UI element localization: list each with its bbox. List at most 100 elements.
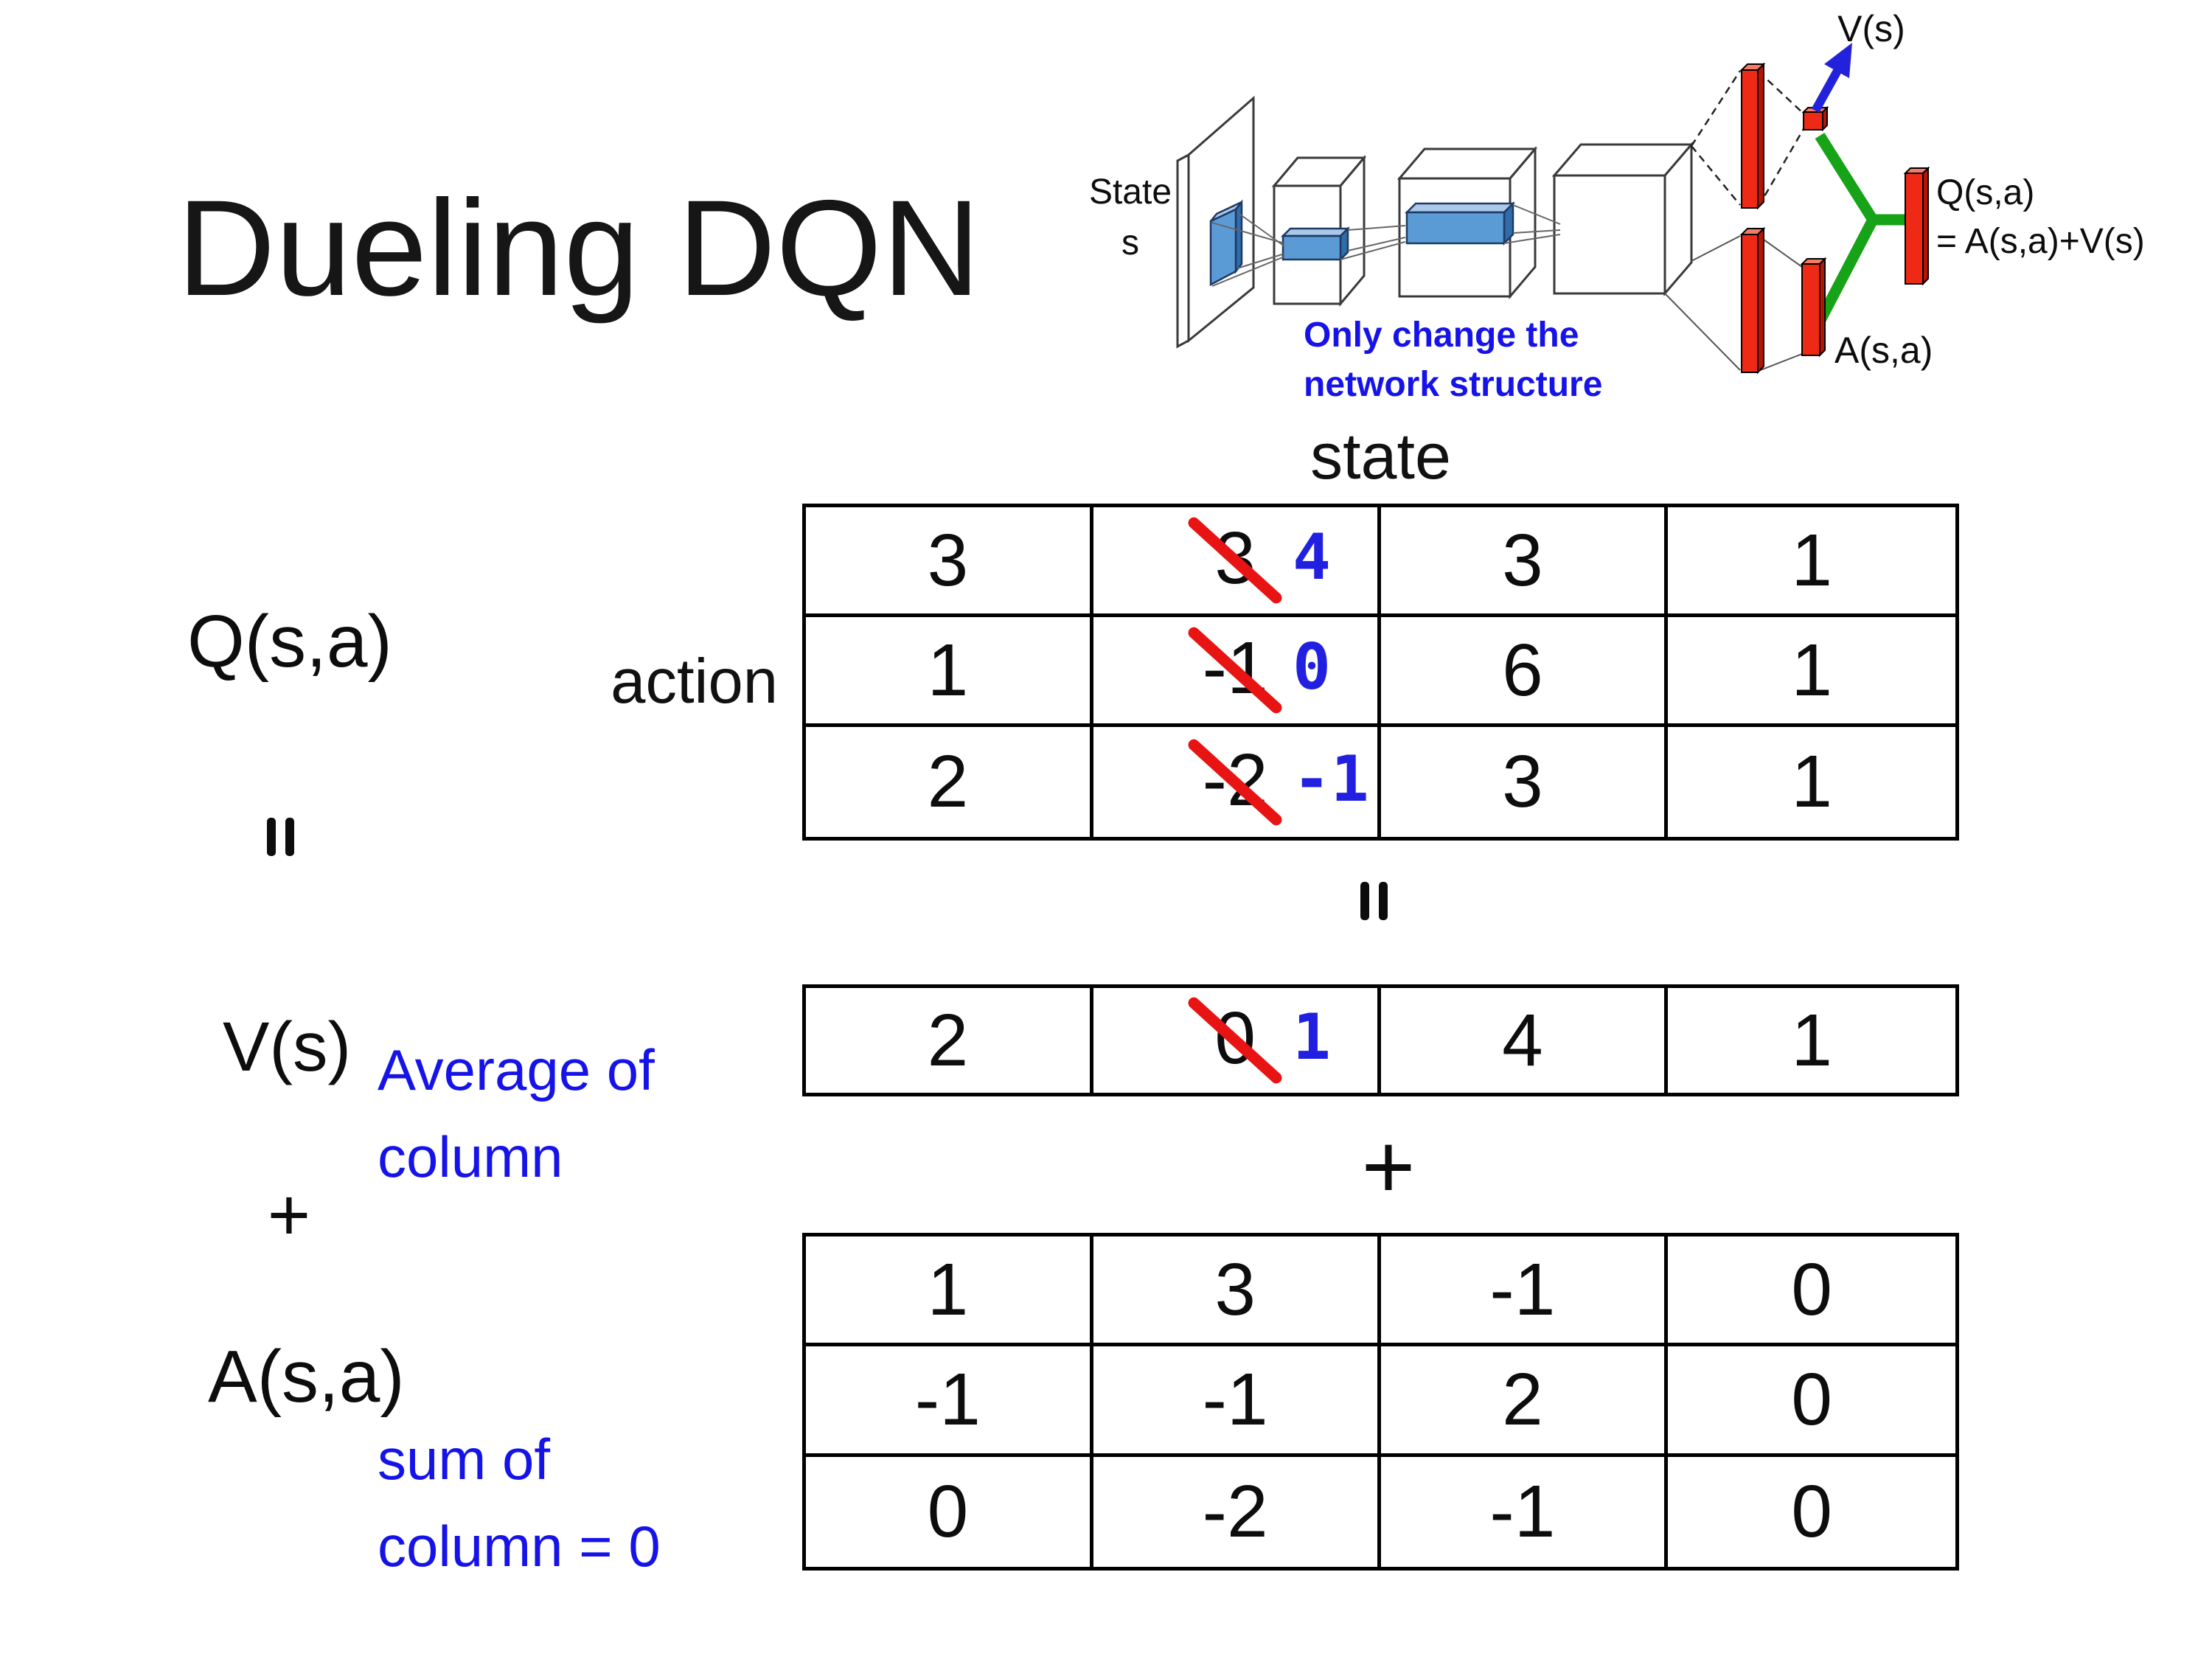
a-cell-r2c0: 0 xyxy=(806,1456,1093,1567)
connection-fan-2 xyxy=(1340,225,1406,260)
page-title: Dueling DQN xyxy=(177,173,981,324)
cell-value: -2 xyxy=(1202,1470,1268,1553)
v-node xyxy=(1801,105,1829,132)
q-function-label: Q(s,a) xyxy=(187,600,392,683)
cell-value: 1 xyxy=(1791,518,1832,602)
diagram-annotation-line2: network structure xyxy=(1304,365,1602,404)
cell-value: 0 xyxy=(1791,1357,1832,1441)
diagram-q-output-label: Q(s,a) xyxy=(1936,173,2034,212)
cell-value: 3 xyxy=(927,518,969,602)
a-cell-r2c2: -1 xyxy=(1381,1456,1669,1567)
a-cell-r0c2: -1 xyxy=(1380,1237,1669,1347)
rotated-equals-left xyxy=(267,818,294,856)
connection-fan-3 xyxy=(1503,204,1561,244)
cell-value: 3 xyxy=(1214,1248,1256,1331)
fc-bar-bottom xyxy=(1739,226,1766,375)
diagram-state-s-label: s xyxy=(1121,223,1139,262)
a-cell-r1c3: 0 xyxy=(1668,1346,1955,1457)
diagram-q-output-formula: = A(s,a)+V(s) xyxy=(1936,222,2145,261)
q-cell-r1c3: 1 xyxy=(1668,617,1955,727)
equals-bar xyxy=(1379,882,1388,920)
plus-sign-left: + xyxy=(267,1173,311,1256)
a-cell-r2c3: 0 xyxy=(1668,1457,1955,1567)
strikethrough-icon xyxy=(1188,627,1282,714)
cell-value: 3 xyxy=(1502,740,1543,823)
cell-value: 0 xyxy=(1791,1470,1832,1553)
cell-value: 1 xyxy=(1791,740,1832,823)
strikethrough-icon xyxy=(1188,517,1282,604)
plus-sign-center: + xyxy=(1361,1115,1416,1218)
q-cell-r0c2: 3 xyxy=(1380,507,1669,617)
cell-value: 2 xyxy=(927,740,969,823)
conv-box-1 xyxy=(1271,154,1367,307)
v-cell-c2: 4 xyxy=(1381,988,1669,1093)
q-cell-r1c2: 6 xyxy=(1380,617,1669,727)
strikethrough-icon xyxy=(1188,739,1282,825)
v-cell-c3: 1 xyxy=(1668,988,1955,1093)
v-arrow-icon xyxy=(1811,43,1852,113)
a-cell-r0c0: 1 xyxy=(806,1237,1093,1347)
cell-value: 1 xyxy=(927,628,969,712)
cell-value: 3 xyxy=(1502,518,1543,602)
equals-bar xyxy=(267,818,276,856)
new-value: -1 xyxy=(1293,742,1369,816)
connection-fan-1 xyxy=(1211,212,1285,287)
a-cell-r2c1: -2 xyxy=(1093,1456,1381,1567)
cell-value: 0 xyxy=(1791,1248,1832,1331)
dashed-connections xyxy=(1690,70,1805,207)
q-cell-r1c0: 1 xyxy=(806,617,1093,727)
cell-value: -1 xyxy=(1202,1357,1268,1441)
cell-value: 6 xyxy=(1502,628,1543,712)
cell-value: 0 xyxy=(927,1470,969,1553)
feature-bar-2 xyxy=(1404,201,1516,246)
diagram-a-output-label: A(s,a) xyxy=(1834,330,1933,371)
cell-value: 1 xyxy=(1791,998,1832,1082)
cell-value: -1 xyxy=(914,1357,981,1441)
equals-bar xyxy=(285,818,294,856)
a-node xyxy=(1800,257,1827,358)
q-value-table: 3 3 4 3 1 1 -1 0 6 1 2 -2 -1 3 1 xyxy=(802,504,1959,841)
state-axis-label: state xyxy=(1310,420,1451,493)
q-cell-r1c1-crossed: -1 0 xyxy=(1093,617,1381,727)
v-annotation: Average of column xyxy=(378,1037,655,1189)
q-cell-r0c3: 1 xyxy=(1668,507,1955,617)
a-cell-r0c1: 3 xyxy=(1093,1237,1381,1347)
v-value-table: 2 0 1 4 1 xyxy=(802,984,1959,1096)
q-cell-r0c0: 3 xyxy=(806,507,1093,617)
a-cell-r0c3: 0 xyxy=(1668,1237,1955,1347)
q-cell-r2c0: 2 xyxy=(806,727,1093,837)
cell-value: -1 xyxy=(1489,1248,1556,1331)
feature-bar-1 xyxy=(1280,226,1351,262)
a-function-label: A(s,a) xyxy=(208,1335,405,1418)
conv-box-3 xyxy=(1551,141,1694,297)
new-value: 4 xyxy=(1293,521,1331,594)
rotated-equals-center xyxy=(1360,882,1388,920)
q-cell-r2c3: 1 xyxy=(1668,727,1955,837)
a-cell-r1c1: -1 xyxy=(1093,1346,1381,1457)
cell-value: 1 xyxy=(927,1248,969,1331)
new-value: 1 xyxy=(1293,1001,1331,1074)
cell-value: -1 xyxy=(1489,1470,1556,1553)
diagram-v-output-label: V(s) xyxy=(1837,8,1905,49)
fc-bar-top xyxy=(1739,62,1766,210)
cell-value: 2 xyxy=(927,998,969,1082)
diagram-state-label: State xyxy=(1089,173,1172,212)
a-value-table: 1 3 -1 0 -1 -1 2 0 0 -2 -1 0 xyxy=(802,1233,1959,1571)
cell-value: 4 xyxy=(1502,998,1543,1082)
v-cell-c0: 2 xyxy=(806,988,1093,1093)
solid-connections xyxy=(1664,235,1803,372)
q-cell-r0c1-crossed: 3 4 xyxy=(1093,507,1381,617)
a-cell-r1c2: 2 xyxy=(1380,1346,1669,1457)
strikethrough-icon xyxy=(1188,997,1282,1084)
q-cell-r2c2: 3 xyxy=(1381,727,1669,837)
merge-branch xyxy=(1815,132,1910,324)
new-value: 0 xyxy=(1293,630,1331,704)
action-axis-label: action xyxy=(611,647,778,717)
v-function-label: V(s) xyxy=(223,1008,352,1086)
network-diagram: State s V(s) A(s,a) Q(s,a) = A(s,a)+V(s)… xyxy=(1089,8,2145,404)
a-annotation: sum of column = 0 xyxy=(378,1427,661,1579)
equals-bar xyxy=(1360,882,1369,920)
q-output-bar xyxy=(1903,166,1930,286)
q-cell-r2c1-crossed: -2 -1 xyxy=(1093,727,1381,837)
